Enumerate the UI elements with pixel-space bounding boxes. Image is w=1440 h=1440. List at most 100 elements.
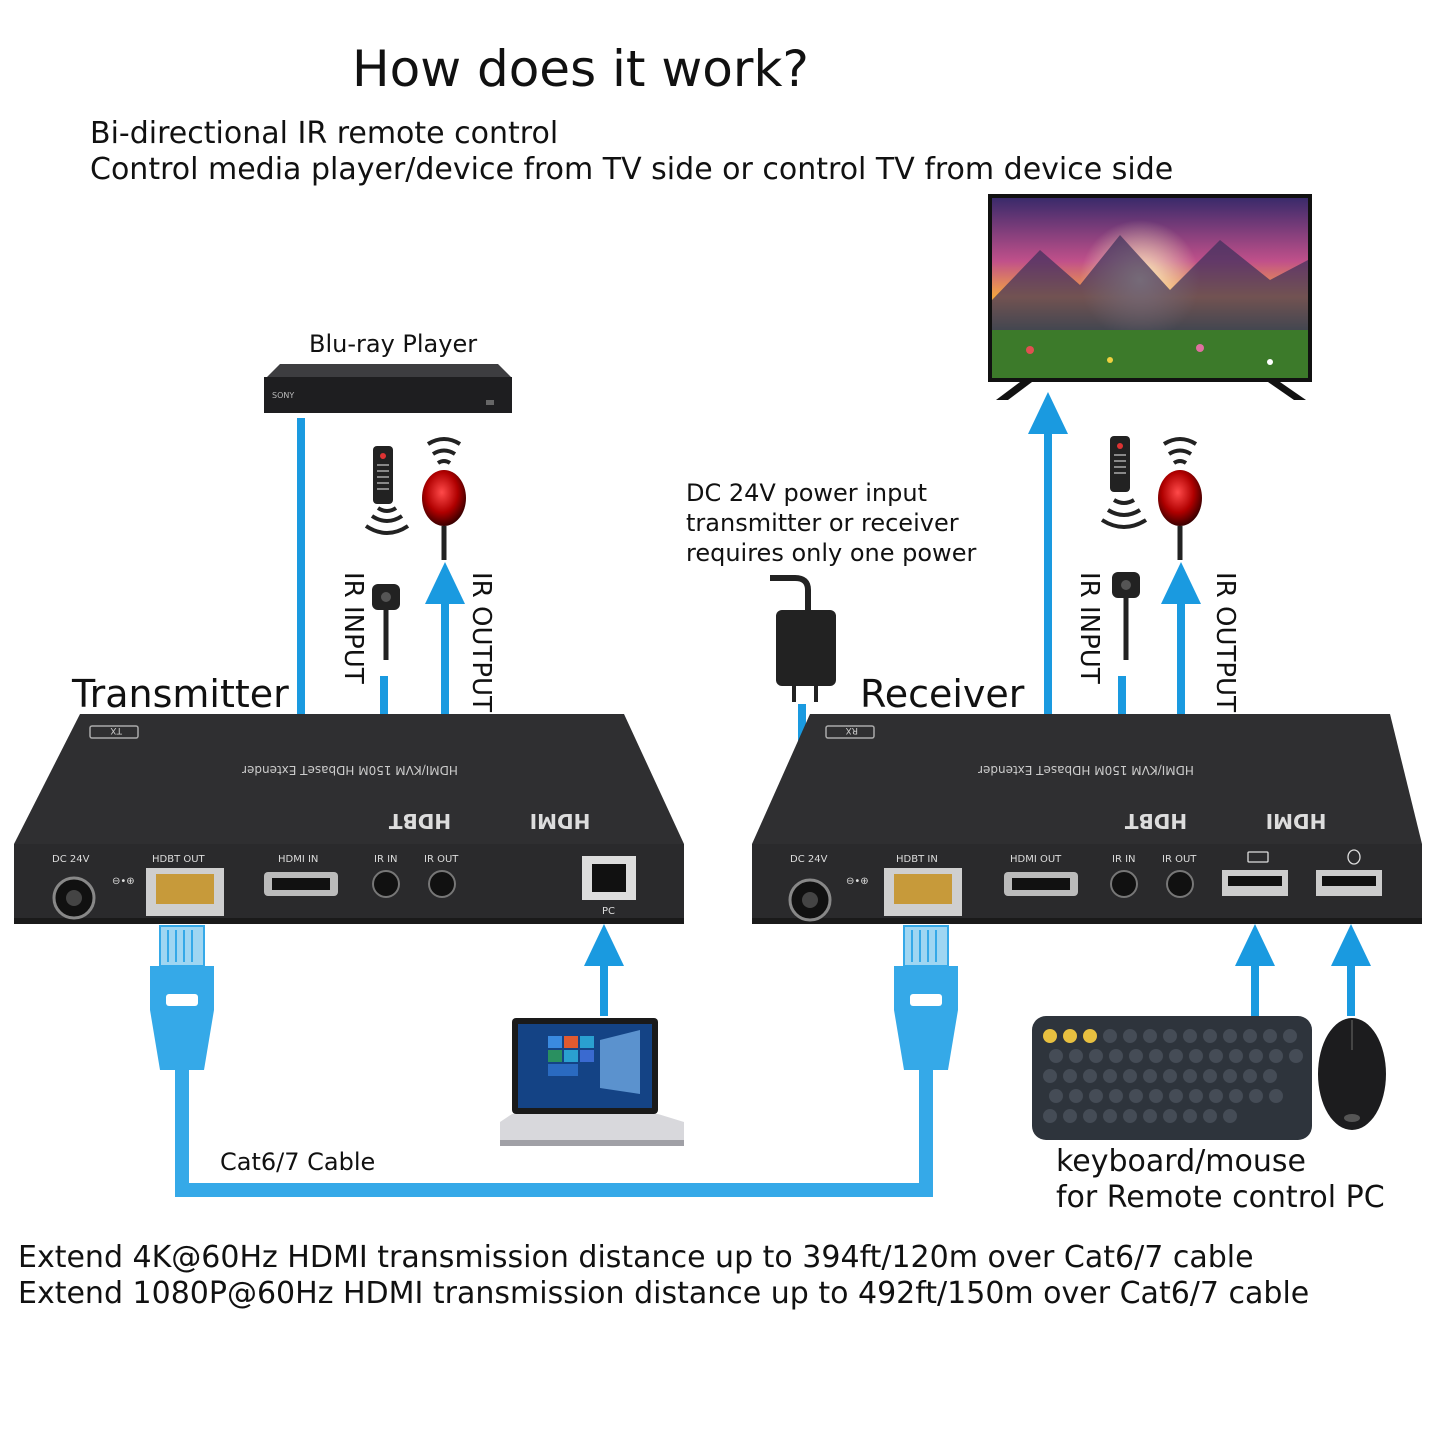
tx-product-name: HDMI/KVM 150M HDbaseT Extender: [242, 763, 458, 777]
keyboard-key: [1229, 1049, 1243, 1063]
tx-port-dc-label: DC 24V: [52, 854, 90, 865]
rx-product-name: HDMI/KVM 150M HDbaseT Extender: [978, 763, 1194, 777]
cable-label: Cat6/7 Cable: [220, 1148, 376, 1176]
keyboard-key: [1043, 1069, 1057, 1083]
keyboard-key: [1083, 1029, 1097, 1043]
keyboard-key: [1043, 1029, 1057, 1043]
mouse-port-icon: [1347, 849, 1361, 865]
keyboard-key: [1243, 1029, 1257, 1043]
receiver-label: Receiver: [860, 672, 1025, 716]
transmitter-box: TX HDMI/KVM 150M HDbaseT Extender HDMI H…: [14, 714, 684, 924]
rx-ir-emitter: [1112, 572, 1140, 660]
keyboard-key: [1183, 1029, 1197, 1043]
arrow-laptop-to-pc: [584, 924, 624, 966]
keyboard-key: [1223, 1029, 1237, 1043]
rx-ir-receiver-eye: [1158, 470, 1202, 560]
tx-remote-icon: [364, 446, 410, 535]
keyboard-key: [1163, 1069, 1177, 1083]
keyboard-key: [1149, 1049, 1163, 1063]
keyboard-key: [1129, 1049, 1143, 1063]
rx-port-hdmi-label: HDMI OUT: [1010, 854, 1062, 865]
tx-badge: TX: [110, 725, 123, 735]
arrow-keyboard-to-usb: [1235, 924, 1275, 966]
subtitle-line-1: Bi-directional IR remote control: [90, 116, 559, 151]
footer-line-2: Extend 1080P@60Hz HDMI transmission dist…: [18, 1276, 1310, 1311]
keyboard-key: [1263, 1069, 1277, 1083]
keyboard-key: [1103, 1029, 1117, 1043]
keyboard-key: [1169, 1089, 1183, 1103]
tx-hdbt-logo: HDBT: [389, 809, 452, 833]
rx-port-ir-out-label: IR OUT: [1162, 854, 1197, 865]
rx-ir-out-port: [1166, 870, 1194, 898]
transmitter-label: Transmitter: [72, 672, 289, 716]
keyboard-key: [1229, 1089, 1243, 1103]
keyboard-key: [1163, 1029, 1177, 1043]
keyboard-key: [1143, 1029, 1157, 1043]
svg-text:⊖•⊕: ⊖•⊕: [112, 876, 135, 887]
power-note-line-2: transmitter or receiver: [686, 509, 959, 537]
tx-port-ir-out-label: IR OUT: [424, 854, 459, 865]
keyboard-key: [1143, 1109, 1157, 1123]
tx-ir-out-port: [428, 870, 456, 898]
keyboard-key: [1143, 1069, 1157, 1083]
power-note-line-1: DC 24V power input: [686, 479, 927, 507]
keyboard-key: [1203, 1109, 1217, 1123]
power-note-line-3: requires only one power: [686, 539, 977, 567]
cat6-cable: [150, 925, 958, 1197]
tx-port-hdbt-label: HDBT OUT: [152, 854, 206, 865]
keyboard-key: [1269, 1049, 1283, 1063]
keyboard-key: [1123, 1109, 1137, 1123]
keyboard-key: [1089, 1089, 1103, 1103]
keyboard-label-line-1: keyboard/mouse: [1056, 1144, 1306, 1179]
keyboard-key: [1289, 1049, 1303, 1063]
receiver-box: RX HDMI/KVM 150M HDbaseT Extender HDMI H…: [752, 714, 1422, 924]
rx-port-hdbt-label: HDBT IN: [896, 854, 938, 865]
svg-text:⊖•⊕: ⊖•⊕: [846, 876, 869, 887]
keyboard-key: [1183, 1069, 1197, 1083]
keyboard-key: [1049, 1089, 1063, 1103]
keyboard-key: [1263, 1029, 1277, 1043]
keyboard-key: [1043, 1109, 1057, 1123]
subtitle-line-2: Control media player/device from TV side…: [90, 152, 1174, 187]
arrow-tx-ir-out: [425, 562, 465, 604]
keyboard-key: [1103, 1069, 1117, 1083]
keyboard-key: [1163, 1109, 1177, 1123]
tx-ir-in-port: [372, 870, 400, 898]
keyboard-key: [1183, 1109, 1197, 1123]
keyboard-key: [1249, 1089, 1263, 1103]
keyboard-label-line-2: for Remote control PC: [1056, 1180, 1385, 1215]
keyboard-key: [1129, 1089, 1143, 1103]
footer-line-1: Extend 4K@60Hz HDMI transmission distanc…: [18, 1240, 1254, 1275]
rx-ir-in-port: [1110, 870, 1138, 898]
page-title: How does it work?: [352, 40, 809, 98]
rx-remote-icon: [1100, 436, 1148, 529]
rx-hdmi-logo: HDMI: [1266, 809, 1327, 833]
keyboard-key: [1223, 1069, 1237, 1083]
keyboard-key: [1209, 1089, 1223, 1103]
keyboard-key: [1063, 1109, 1077, 1123]
keyboard-key: [1243, 1069, 1257, 1083]
power-adapter: [770, 575, 836, 702]
mouse: [1318, 1018, 1386, 1130]
keyboard-key: [1249, 1049, 1263, 1063]
rx-badge: RX: [846, 725, 858, 735]
keyboard-key: [1149, 1089, 1163, 1103]
keyboard-key: [1203, 1069, 1217, 1083]
tx-wireless-icon: [426, 437, 462, 465]
keyboard-key: [1269, 1089, 1283, 1103]
keyboard-key: [1069, 1049, 1083, 1063]
arrow-mouse-to-usb: [1331, 924, 1371, 966]
bluray-label: Blu-ray Player: [309, 330, 478, 358]
arrow-rx-ir-out: [1161, 562, 1201, 604]
keyboard-key: [1223, 1109, 1237, 1123]
keyboard-key: [1169, 1049, 1183, 1063]
keyboard-key: [1103, 1109, 1117, 1123]
keyboard-key: [1063, 1029, 1077, 1043]
tx-port-ir-in-label: IR IN: [374, 854, 398, 865]
keyboard-key: [1209, 1049, 1223, 1063]
keyboard-key: [1049, 1049, 1063, 1063]
keyboard-key: [1123, 1029, 1137, 1043]
rx-wireless-icon: [1162, 437, 1198, 465]
